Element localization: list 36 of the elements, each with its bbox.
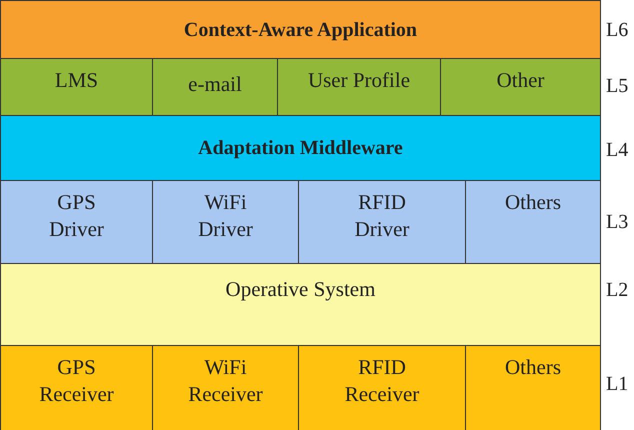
layer-band <box>0 0 601 59</box>
layer-title: Adaptation Middleware <box>197 136 404 161</box>
component-cell <box>152 345 299 430</box>
layer-number: L2 <box>606 280 628 300</box>
component-cell <box>298 345 466 430</box>
component-label: RFID Receiver <box>344 354 420 408</box>
component-label: GPS Receiver <box>38 354 115 408</box>
component-label: Others <box>504 189 562 216</box>
component-label: WiFi Receiver <box>187 354 264 408</box>
component-label: Other <box>496 67 546 94</box>
component-label: e-mail <box>187 71 243 98</box>
component-cell <box>298 180 466 264</box>
component-cell <box>440 58 601 116</box>
component-cell <box>0 263 601 346</box>
layer-title: Context-Aware Application <box>182 18 418 42</box>
component-label: RFID Driver <box>354 189 410 244</box>
layer-number: L4 <box>606 140 628 160</box>
component-label: User Profile <box>306 67 412 94</box>
component-label: WiFi Driver <box>197 189 254 244</box>
layer-number: L1 <box>606 374 628 394</box>
component-cell <box>0 345 153 430</box>
component-cell <box>0 58 153 116</box>
component-label: Others <box>504 354 562 381</box>
layer-band <box>0 115 601 181</box>
component-label: GPS Driver <box>48 189 105 244</box>
layer-number: L3 <box>606 212 628 232</box>
component-cell <box>465 345 601 430</box>
component-cell <box>277 58 441 116</box>
layer-number: L6 <box>606 20 628 40</box>
component-cell <box>152 180 299 264</box>
component-label: Operative System <box>224 276 376 303</box>
component-cell <box>0 180 153 264</box>
component-label: LMS <box>54 67 100 94</box>
component-cell <box>152 58 278 116</box>
layer-number: L5 <box>606 76 628 96</box>
component-cell <box>465 180 601 264</box>
